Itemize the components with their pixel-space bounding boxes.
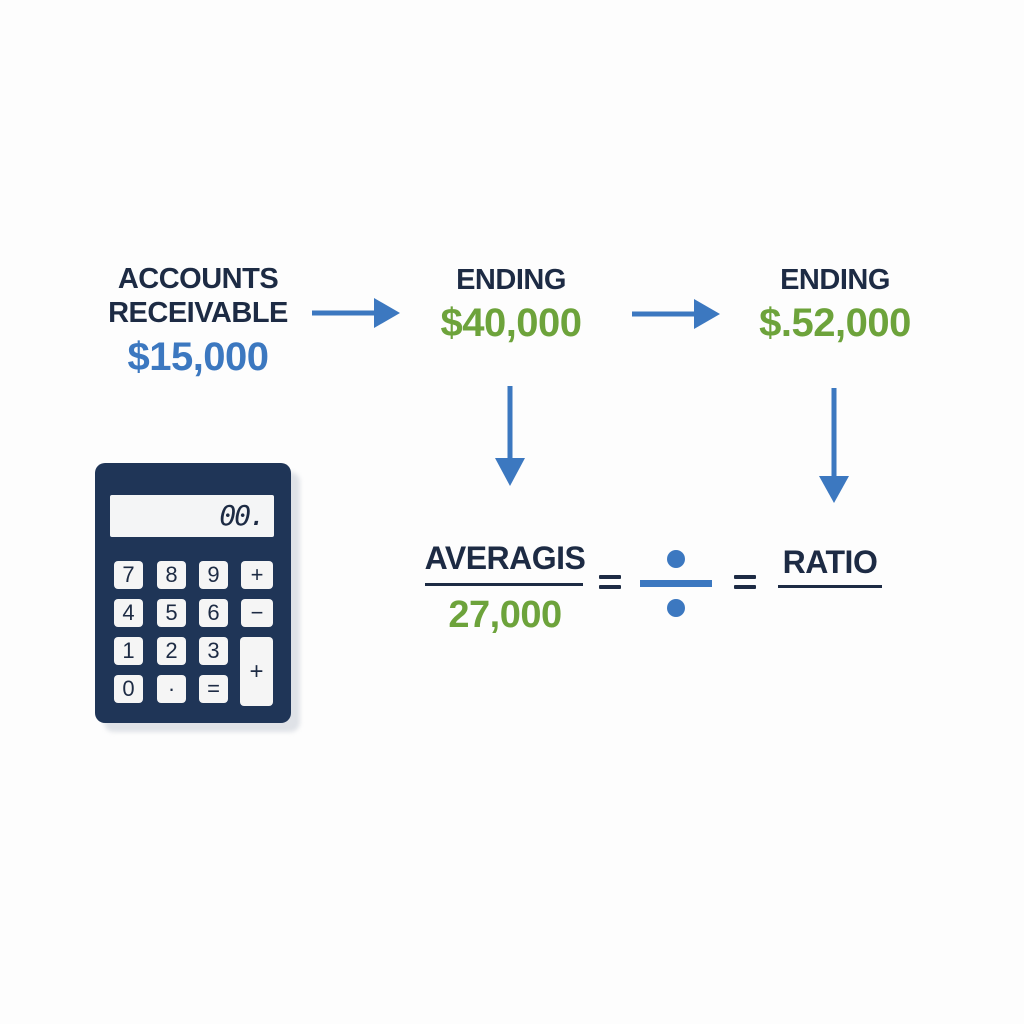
arrow-down-icon (495, 386, 525, 486)
calc-key-7: 7 (114, 561, 143, 589)
calc-key-9: 9 (199, 561, 228, 589)
calc-key-4: 4 (114, 599, 143, 627)
calc-key-3: 3 (199, 637, 228, 665)
calc-key-2: 2 (157, 637, 186, 665)
calculator-icon: 00. 7 8 9 + 4 5 6 − 1 2 3 0 · = + (95, 463, 291, 723)
calc-key-1: 1 (114, 637, 143, 665)
arrow-right-icon (632, 299, 720, 329)
ratio-title: RATIO (782, 544, 878, 580)
divide-icon (640, 550, 712, 617)
calc-key-plus-tall: + (240, 637, 273, 706)
calc-key-8: 8 (157, 561, 186, 589)
calc-key-plus: + (241, 561, 273, 589)
ratio-underline (778, 585, 882, 588)
calc-key-6: 6 (199, 599, 228, 627)
calc-key-equals: = (199, 675, 228, 703)
accounts-receivable-value: $15,000 (127, 335, 269, 379)
arrow-down-icon (819, 388, 849, 503)
ending-title-1: ENDING (456, 264, 566, 296)
accounts-receivable-title: ACCOUNTS RECEIVABLE (108, 263, 288, 329)
average-value: 27,000 (448, 594, 562, 636)
ending-value-2: $.52,000 (759, 301, 911, 345)
calculator-display: 00. (110, 495, 274, 537)
calc-key-5: 5 (157, 599, 186, 627)
calc-key-minus: − (241, 599, 273, 627)
calc-key-0: 0 (114, 675, 143, 703)
fraction-bar (425, 583, 583, 586)
calc-key-decimal: · (157, 675, 186, 703)
equals-icon (599, 575, 621, 595)
average-title: AVERAGIS (424, 540, 586, 576)
ending-title-2: ENDING (780, 264, 890, 296)
arrow-right-icon (312, 298, 400, 328)
equals-icon (734, 575, 756, 595)
ending-value-1: $40,000 (440, 301, 582, 345)
